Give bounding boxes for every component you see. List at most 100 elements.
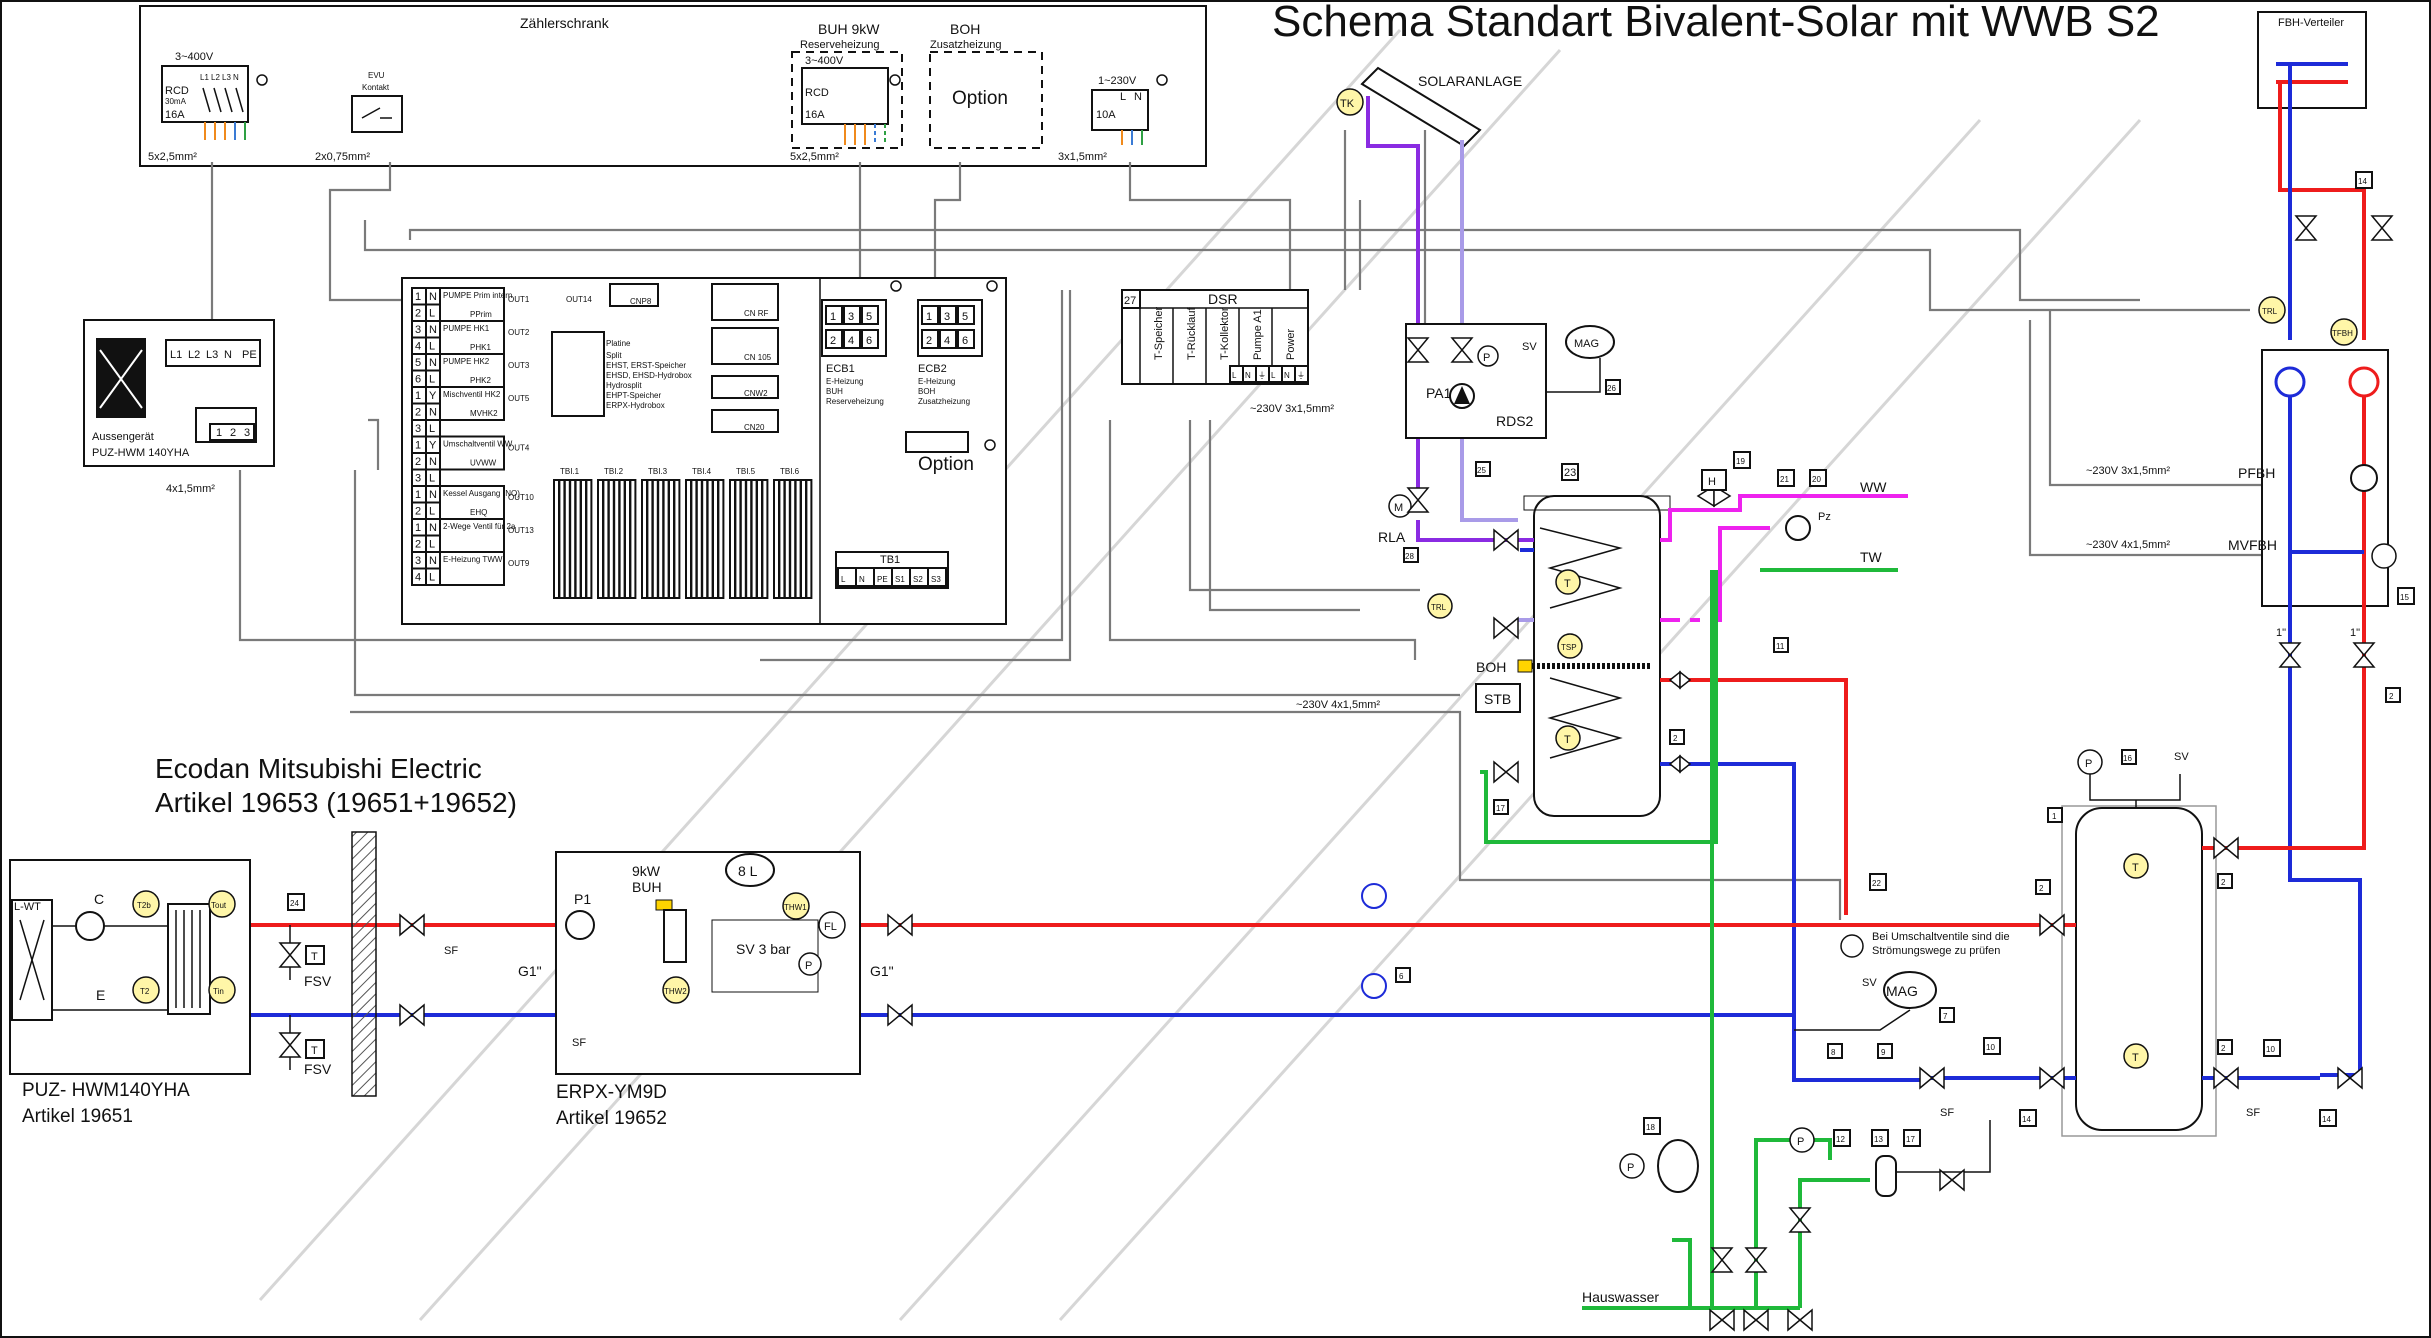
ctrl-row-label: PUMPE HK1 bbox=[443, 324, 490, 333]
ctrl-row-num: 2 bbox=[415, 539, 421, 551]
dsr-terminal: L bbox=[1232, 371, 1237, 380]
ground-icon bbox=[986, 280, 998, 292]
ground-icon bbox=[256, 74, 268, 86]
dsr-column-label: T-Kollektor bbox=[1219, 307, 1231, 360]
wall bbox=[351, 831, 377, 1097]
ctrl-row-out: OUT9 bbox=[508, 559, 530, 568]
platine-line: EHSD, EHSD-Hydrobox bbox=[606, 371, 692, 380]
solar-m: M bbox=[1394, 502, 1403, 514]
expansion-vessel-icon bbox=[1883, 971, 1937, 1009]
hb-sv: SV 3 bar bbox=[736, 941, 791, 957]
ctrl-row-pole: L bbox=[429, 506, 435, 518]
outdoor-unit: L-WT C E T2b T2 Tout Tin PUZ- HWM140YHA … bbox=[9, 859, 332, 1127]
storage-t1: T bbox=[1564, 578, 1571, 590]
n23: 23 bbox=[1564, 467, 1576, 479]
ecb-terminal: 1 bbox=[926, 311, 932, 323]
hb-p: P bbox=[805, 960, 812, 972]
n21: 21 bbox=[1780, 475, 1789, 484]
hb-buh2: BUH bbox=[632, 879, 662, 895]
ecb-terminal: 4 bbox=[848, 335, 854, 347]
ctrl-row-label: 2-Wege Ventil für 2a bbox=[443, 522, 516, 531]
tbi-label: TBI.5 bbox=[736, 467, 756, 476]
hot-water-storage: 23 T T TSP TRL BOH STB WW TW H 19 21 20 … bbox=[1296, 451, 1920, 1082]
phase-label: N bbox=[233, 73, 239, 82]
ctrl-row-pole: L bbox=[429, 539, 435, 551]
rla-label: RLA bbox=[1378, 529, 1406, 545]
mix-note1: Bei Umschaltventile sind die bbox=[1872, 931, 2010, 943]
cnrf-label: CN RF bbox=[744, 309, 769, 318]
ou-t2: T2 bbox=[140, 987, 150, 996]
outdoor-terminal: N bbox=[224, 349, 232, 361]
ctrl-row-out: OUT1 bbox=[508, 295, 530, 304]
fsv-t1: T bbox=[311, 951, 318, 963]
buffer-n14b: 14 bbox=[2322, 1115, 2331, 1124]
ctrl-row-num: 3 bbox=[415, 423, 421, 435]
dsr-terminal: ⏚ bbox=[1297, 371, 1305, 380]
tw-label: TW bbox=[1860, 549, 1883, 565]
buffer-n10a: 10 bbox=[1986, 1043, 1995, 1052]
ou-tin: Tin bbox=[213, 987, 224, 996]
fill-p2: P bbox=[1797, 1136, 1804, 1148]
buh-label: BUH 9kW bbox=[818, 21, 880, 37]
ecb-terminal: 6 bbox=[962, 335, 968, 347]
ctrl-row-num: 4 bbox=[415, 572, 421, 584]
ground-icon bbox=[1156, 74, 1168, 86]
ou-model: PUZ- HWM140YHA bbox=[22, 1080, 190, 1101]
ctrl-row-num: 4 bbox=[415, 341, 421, 353]
solar-p: P bbox=[1483, 352, 1490, 364]
ctrl-row-pole: Y bbox=[429, 440, 437, 452]
ctrl-row-out: OUT4 bbox=[508, 444, 530, 453]
hb-g1b: G1" bbox=[870, 963, 894, 979]
tb1-terminal: S1 bbox=[895, 575, 905, 584]
ctrl-row-num: 1 bbox=[415, 440, 421, 452]
mix-n22: 22 bbox=[1872, 879, 1881, 888]
stb-label: STB bbox=[1484, 691, 1511, 707]
ctrl-row-num: 2 bbox=[415, 456, 421, 468]
mix-n8: 8 bbox=[1831, 1048, 1836, 1057]
n19: 19 bbox=[1736, 457, 1745, 466]
ctrl-row-num: 3 bbox=[415, 555, 421, 567]
hb-thw2: THW2 bbox=[664, 987, 687, 996]
ecb-terminal: 2 bbox=[926, 335, 932, 347]
tbi-label: TBI.4 bbox=[692, 467, 712, 476]
ctrl-row-label: Kessel Ausgang (NO) bbox=[443, 489, 520, 498]
tb1-terminal: N bbox=[859, 575, 865, 584]
gauge-icon bbox=[1619, 1153, 1645, 1179]
meter-cabinet-label: Zählerschrank bbox=[520, 15, 610, 31]
fbh-n2: 2 bbox=[2389, 692, 2394, 701]
cnw2-label: CNW2 bbox=[744, 389, 768, 398]
ctrl-row-num: 1 bbox=[415, 522, 421, 534]
solar-section: SOLARANLAGE TK RDS2 PA1 P SV MAG 26 25 M… bbox=[1336, 66, 1621, 563]
hb-p1: P1 bbox=[574, 891, 591, 907]
ctrl-row-pole: N bbox=[429, 456, 437, 468]
motor-icon bbox=[2371, 543, 2397, 569]
hb-thw1: THW1 bbox=[784, 903, 807, 912]
pz-label: Pz bbox=[1818, 511, 1831, 523]
dsr-cable: ~230V 3x1,5mm² bbox=[1250, 403, 1334, 415]
outdoor-label2: PUZ-HWM 140YHA bbox=[92, 447, 190, 459]
tbi-label: TBI.6 bbox=[780, 467, 800, 476]
ctrl-row-label: PUMPE HK2 bbox=[443, 357, 490, 366]
ecodan-line1: Ecodan Mitsubishi Electric bbox=[155, 753, 482, 784]
ecb2-note2: BOH bbox=[918, 387, 936, 396]
fill-p1: P bbox=[1627, 1162, 1634, 1174]
platine-line: EHST, ERST-Speicher bbox=[606, 361, 686, 370]
outdoor-terminal-num: 3 bbox=[244, 427, 250, 439]
ctrl-row-num: 1 bbox=[415, 489, 421, 501]
lwt-label: L-WT bbox=[14, 901, 41, 913]
tb1-terminal: L bbox=[841, 575, 846, 584]
ou-n24: 24 bbox=[290, 899, 299, 908]
fill-group: P 18 P 12 13 17 Hauswasser bbox=[1582, 570, 1991, 1310]
mix-n7: 7 bbox=[1943, 1012, 1948, 1021]
rcd-rating: 30mA bbox=[165, 97, 187, 106]
platine-line: EHPT-Speicher bbox=[606, 391, 661, 400]
control-wiring bbox=[210, 130, 2300, 920]
n25: 25 bbox=[1477, 466, 1486, 475]
fsv2: FSV bbox=[304, 1061, 332, 1077]
ctrl-row-code: PHK1 bbox=[470, 343, 491, 352]
ctrl-row-pole: L bbox=[429, 341, 435, 353]
solar-mag: MAG bbox=[1574, 338, 1599, 350]
cable-1ph: 3x1,5mm² bbox=[1058, 151, 1107, 163]
ctrl-row-pole: L bbox=[429, 308, 435, 320]
gauge-icon bbox=[1789, 1127, 1815, 1153]
